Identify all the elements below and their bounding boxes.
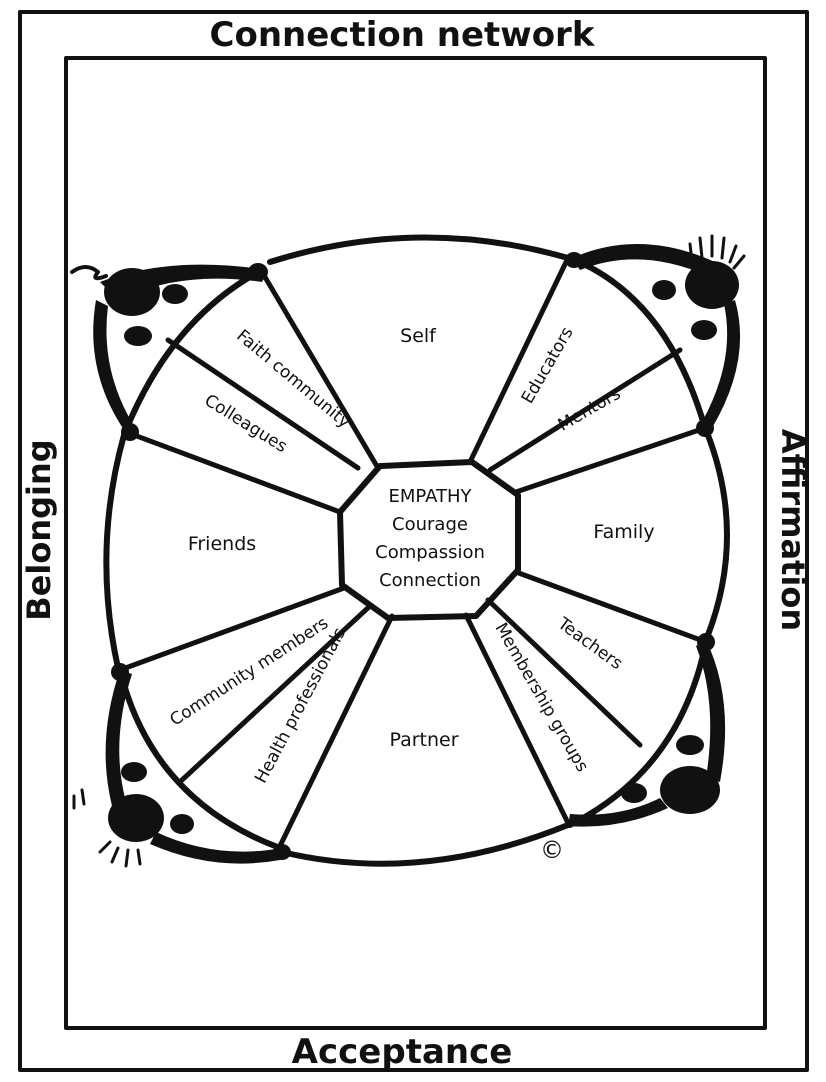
wheel-rim-bottom: [282, 825, 568, 864]
section-label-self: Self: [400, 325, 437, 347]
section-label-family: Family: [593, 521, 654, 543]
copyright-mark: ©: [540, 836, 564, 864]
hub-line-empathy: EMPATHY: [388, 486, 472, 507]
hub-line-compassion: Compassion: [375, 542, 485, 563]
wheel-rim-left: [106, 435, 124, 668]
segment-label-educators: Educators: [518, 324, 578, 408]
segment-label-mentors: Mentors: [555, 384, 625, 436]
frame-title-bottom: Acceptance: [292, 1032, 513, 1072]
hub-line-courage: Courage: [392, 514, 468, 535]
wheel-rim-top: [270, 237, 568, 262]
section-label-friends: Friends: [188, 533, 256, 555]
frame-title-top: Connection network: [210, 15, 596, 55]
frame-title-right: Affirmation: [774, 429, 812, 631]
segment-label-colleagues: Colleagues: [201, 391, 291, 458]
hub-line-connection: Connection: [379, 570, 481, 591]
outer-frame: [20, 12, 807, 1070]
spoke-top-left-b: [126, 432, 340, 512]
frame-title-left: Belonging: [20, 439, 58, 620]
section-label-partner: Partner: [389, 729, 458, 751]
spoke-bottom-right-a: [516, 572, 706, 642]
wheel-rim-right: [706, 430, 727, 640]
segment-label-teachers: Teachers: [553, 613, 626, 674]
person-figure-bottom-right: [568, 633, 725, 827]
